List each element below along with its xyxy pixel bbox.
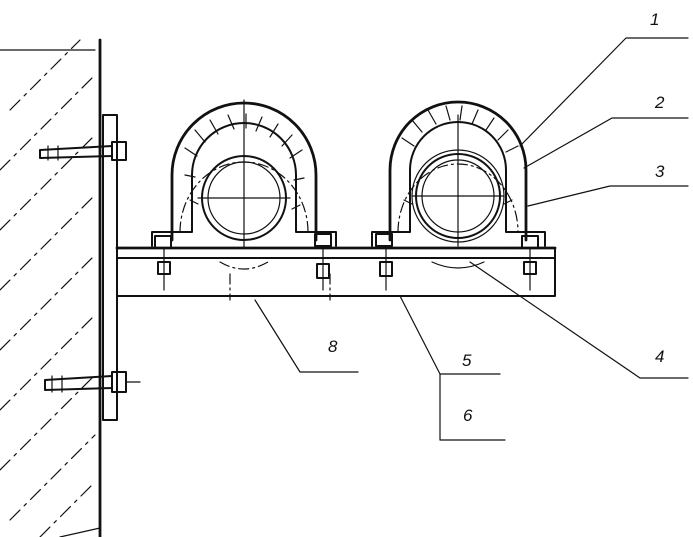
leader-2 — [523, 117, 689, 169]
insulation-right — [388, 100, 528, 242]
wall-hatching — [0, 39, 96, 537]
callout-1-label: 1 — [650, 10, 659, 29]
callout-8-label: 8 — [328, 337, 338, 356]
bolt-left-b — [314, 233, 332, 291]
wall — [0, 38, 102, 537]
bolt-right-a — [375, 233, 393, 291]
leader-8 — [254, 299, 359, 373]
callout-2-label: 2 — [654, 93, 665, 112]
wall-bottom-break — [59, 527, 101, 537]
leader-4 — [469, 261, 689, 379]
callout-6-label: 6 — [463, 406, 473, 425]
anchor-bolt-bottom — [44, 371, 141, 393]
leader-1 — [519, 37, 689, 147]
callout-5-label: 5 — [462, 351, 472, 370]
leader-lines — [254, 37, 689, 441]
bracket-beam — [115, 246, 557, 301]
leader-5 — [399, 295, 501, 375]
bolt-left-a — [154, 235, 172, 291]
pipe-right — [371, 100, 546, 291]
bolt-right-b — [521, 235, 539, 291]
callout-3-label: 3 — [655, 162, 665, 181]
leader-3 — [527, 185, 689, 207]
anchor-bolt-top — [39, 141, 127, 161]
pipe-left — [151, 99, 337, 291]
leader-6 — [439, 373, 506, 441]
callout-4-label: 4 — [655, 347, 664, 366]
